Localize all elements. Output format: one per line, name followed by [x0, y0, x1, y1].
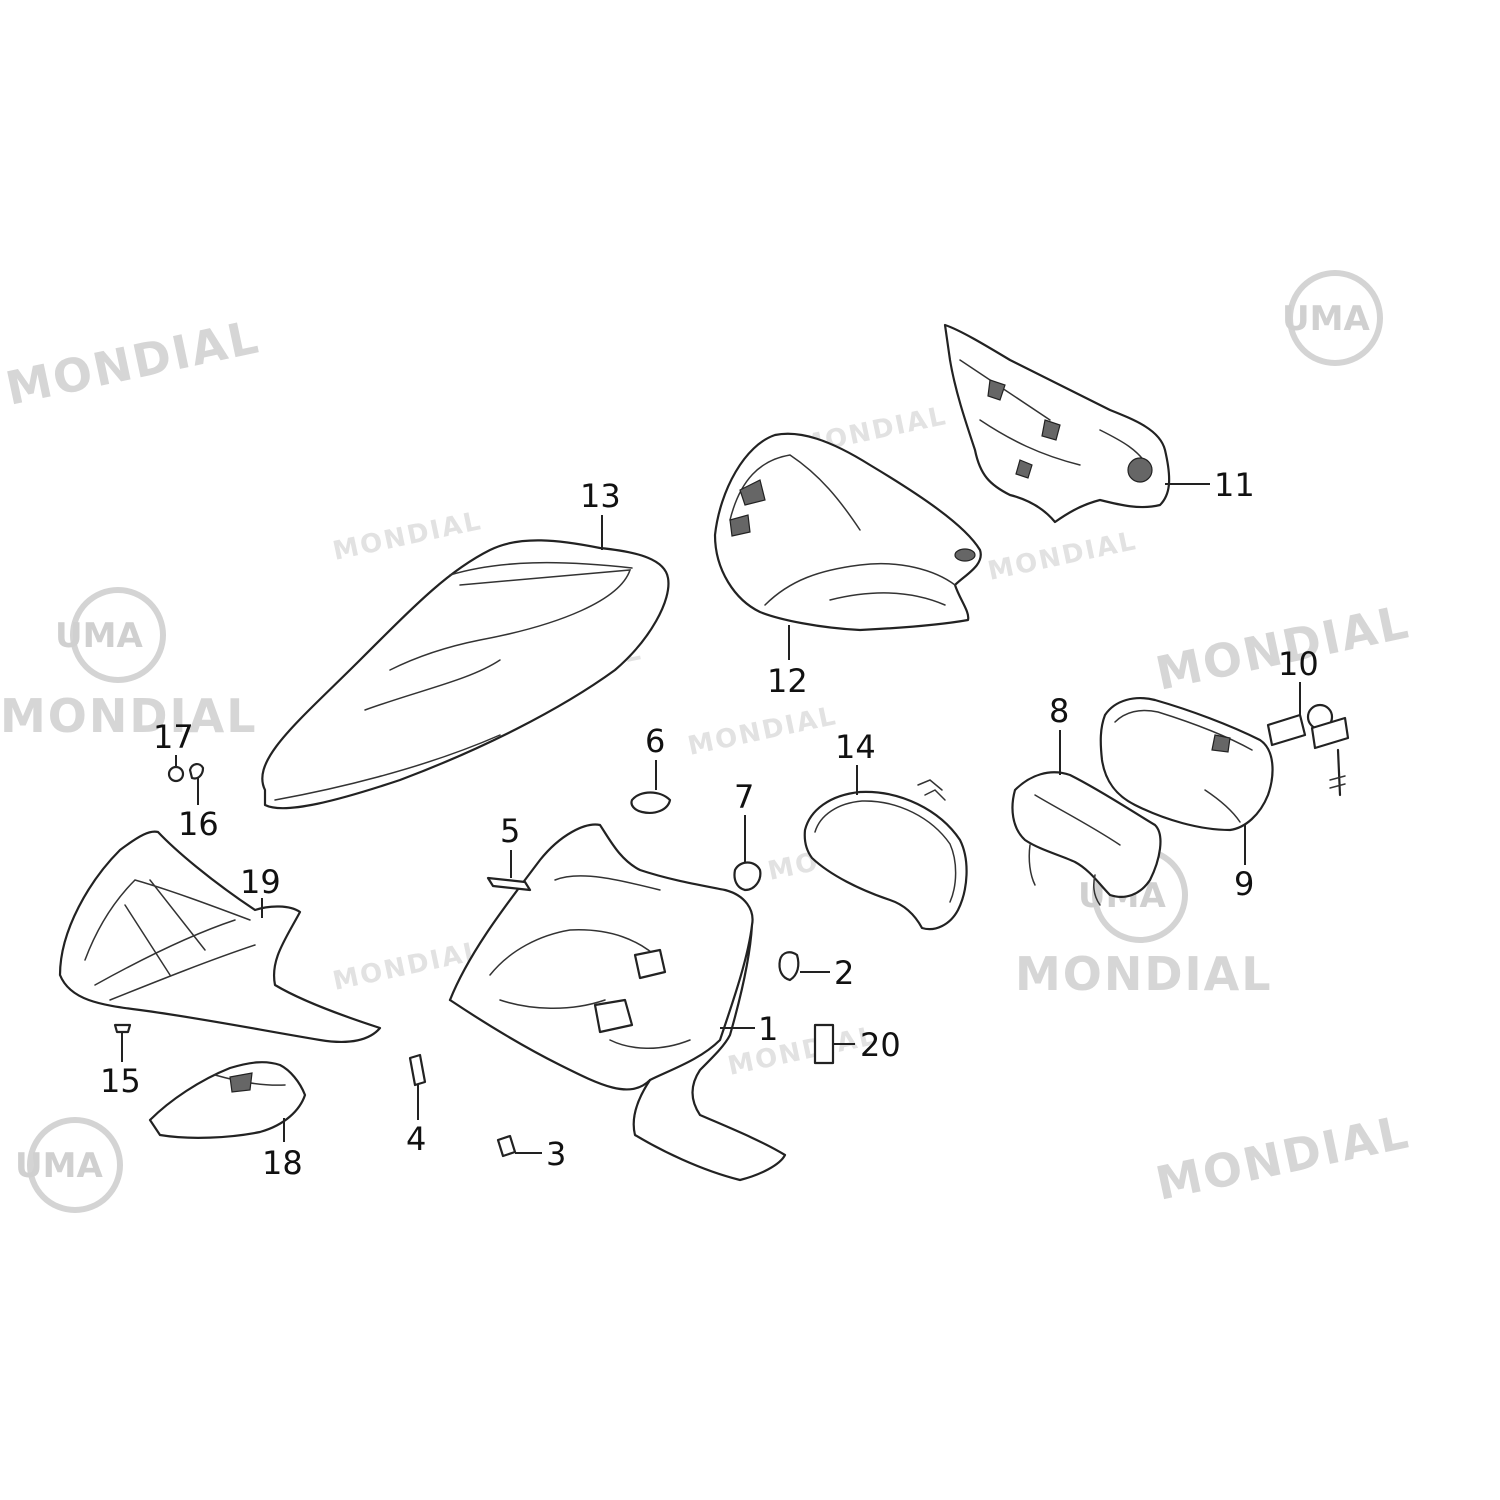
part-5-bracket [486, 876, 532, 892]
part-16-bolt [188, 763, 205, 780]
callout-9: 9 [1234, 865, 1254, 903]
part-3-pad [496, 1134, 517, 1158]
callout-14: 14 [835, 728, 876, 766]
leader-lines [121, 483, 1301, 1154]
watermark-mondial-13: MONDIAL [1151, 1104, 1414, 1210]
part-18-lower-panel [148, 1061, 307, 1139]
part-19-front-lower-fairing [58, 830, 382, 1043]
watermark-mondial-2: MONDIAL [0, 689, 258, 743]
callout-18: 18 [262, 1144, 303, 1182]
watermark-mondial-12: MONDIAL [1015, 947, 1273, 1001]
svg-text:UMA: UMA [15, 1146, 103, 1186]
callout-1: 1 [758, 1010, 778, 1048]
part-10-ignition-switch [1266, 703, 1350, 797]
callout-labels: 1 2 3 4 5 6 7 8 9 10 11 12 13 14 15 16 1… [100, 466, 1319, 1182]
callout-12: 12 [767, 662, 808, 700]
part-14-glove-box-frame [803, 779, 968, 931]
callout-3: 3 [546, 1135, 566, 1173]
part-6-grommet [630, 791, 672, 814]
uma-logo-left: UMA [55, 587, 166, 683]
watermark-mondial-8: MONDIAL [725, 1021, 880, 1082]
svg-text:UMA: UMA [1282, 299, 1370, 339]
part-4-pad [408, 1053, 427, 1087]
uma-logo-bottom-left: UMA [15, 1117, 123, 1213]
part-11-handlebar-rear-cover [943, 323, 1171, 524]
callout-17: 17 [153, 718, 194, 756]
callout-7: 7 [734, 778, 754, 816]
callout-8: 8 [1049, 692, 1069, 730]
callout-5: 5 [500, 812, 520, 850]
callout-11: 11 [1214, 466, 1255, 504]
part-9-meter-assembly [1099, 697, 1274, 832]
watermark-mondial-10: MONDIAL [985, 526, 1140, 587]
part-17-nut [167, 765, 185, 783]
part-15-screw [113, 1023, 132, 1034]
callout-6: 6 [645, 722, 665, 760]
part-1-inner-leg-shield [448, 823, 787, 1182]
watermark-mondial-1: MONDIAL [1, 309, 264, 415]
callout-4: 4 [406, 1120, 426, 1158]
part-12-handlebar-front-cover [713, 432, 982, 632]
callout-15: 15 [100, 1062, 141, 1100]
watermark-mondial-6: MONDIAL [685, 701, 840, 762]
uma-logo-top-right: UMA [1282, 270, 1383, 366]
part-20-label [813, 1023, 835, 1065]
part-7-screw [733, 861, 762, 892]
callout-2: 2 [834, 954, 854, 992]
watermark-mondial-3: MONDIAL [330, 506, 485, 567]
callout-16: 16 [178, 805, 219, 843]
part-13-front-shield [261, 539, 670, 810]
callout-19: 19 [240, 863, 281, 901]
part-2-clip [778, 951, 800, 982]
callout-13: 13 [580, 477, 621, 515]
part-8-meter-cover [1011, 771, 1162, 906]
svg-text:UMA: UMA [55, 616, 143, 656]
callout-10: 10 [1278, 645, 1319, 683]
callout-20: 20 [860, 1026, 901, 1064]
